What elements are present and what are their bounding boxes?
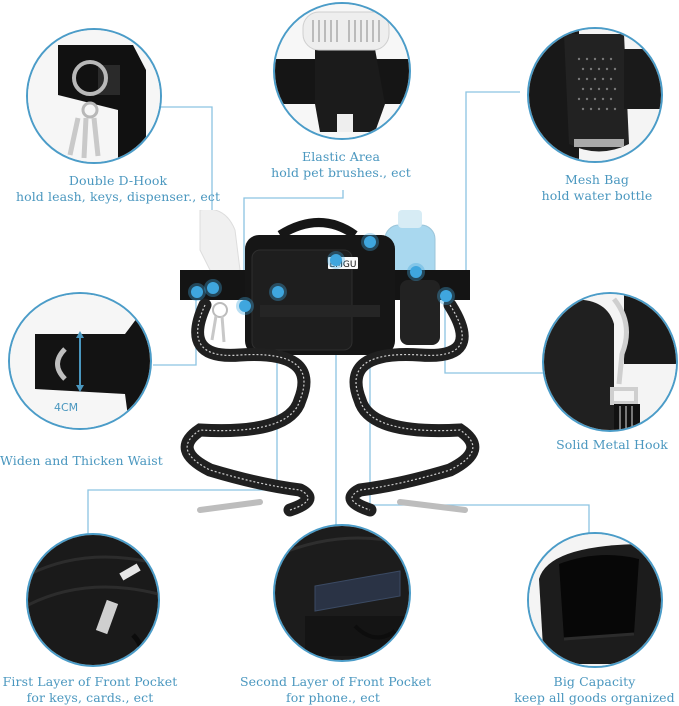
detail-circle-metal-hook	[542, 292, 678, 432]
feature-label-mesh-bag: Mesh Bag hold water bottle	[530, 172, 664, 204]
hotspot-mesh-bag[interactable]	[410, 266, 422, 278]
detail-circle-waist	[8, 292, 152, 430]
waist-width-measurement: 4CM	[54, 401, 79, 414]
hotspot-first-layer[interactable]	[272, 286, 284, 298]
feature-title: Double D-Hook	[68, 173, 168, 188]
mesh-bottle-pocket-icon	[529, 29, 661, 161]
feature-subtitle: hold water bottle	[541, 188, 653, 203]
hotspot-elastic-area[interactable]	[239, 300, 251, 312]
detail-circle-mesh-bag	[527, 27, 663, 163]
feature-label-double-d-hook: Double D-Hook hold leash, keys, dispense…	[0, 173, 236, 205]
detail-circle-elastic-area	[273, 2, 411, 140]
feature-label-second-layer: Second Layer of Front Pocket for phone.,…	[236, 674, 436, 706]
feature-title: First Layer of Front Pocket	[2, 674, 178, 689]
detail-circle-big-capacity	[527, 532, 663, 668]
hotspot-waist[interactable]	[191, 286, 203, 298]
hotspot-metal-hook[interactable]	[440, 290, 452, 302]
feature-title: Second Layer of Front Pocket	[240, 674, 432, 689]
d-hook-with-keys-icon	[28, 30, 160, 162]
feature-title: Solid Metal Hook	[556, 437, 668, 452]
feature-subtitle: hold pet brushes., ect	[271, 165, 411, 180]
detail-circle-second-layer	[273, 524, 411, 662]
feature-label-waist: Widen and Thicken Waist	[0, 453, 163, 469]
pet-brush-in-elastic-icon	[275, 4, 409, 138]
feature-title: Big Capacity	[553, 674, 636, 689]
front-pocket-phone-icon	[275, 526, 409, 660]
svg-text:EMGU: EMGU	[329, 260, 356, 270]
hotspot-second-layer[interactable]	[330, 254, 342, 266]
waist-bag-with-leashes-image: EMGU	[180, 210, 480, 517]
feature-label-metal-hook: Solid Metal Hook	[552, 437, 672, 453]
feature-label-first-layer: First Layer of Front Pocket for keys, ca…	[0, 674, 180, 706]
feature-subtitle: for keys, cards., ect	[26, 690, 154, 705]
hotspot-big-capacity[interactable]	[364, 236, 376, 248]
feature-title: Widen and Thicken Waist	[0, 453, 163, 468]
open-bag-interior-icon	[529, 534, 661, 666]
feature-subtitle: hold leash, keys, dispenser., ect	[15, 189, 221, 204]
detail-circle-first-layer	[26, 533, 160, 667]
feature-subtitle: for phone., ect	[286, 690, 380, 705]
feature-label-big-capacity: Big Capacity keep all goods organized	[510, 674, 679, 706]
feature-subtitle: keep all goods organized	[514, 690, 675, 705]
metal-snap-hook-icon	[544, 294, 676, 430]
hotspot-double-d-hook[interactable]	[207, 282, 219, 294]
front-pocket-cards-icon	[28, 535, 158, 665]
detail-circle-double-d-hook	[26, 28, 162, 164]
feature-title: Elastic Area	[301, 149, 381, 164]
feature-label-elastic-area: Elastic Area hold pet brushes., ect	[255, 149, 427, 181]
waist-belt-d-ring-icon	[10, 294, 150, 428]
feature-title: Mesh Bag	[564, 172, 630, 187]
